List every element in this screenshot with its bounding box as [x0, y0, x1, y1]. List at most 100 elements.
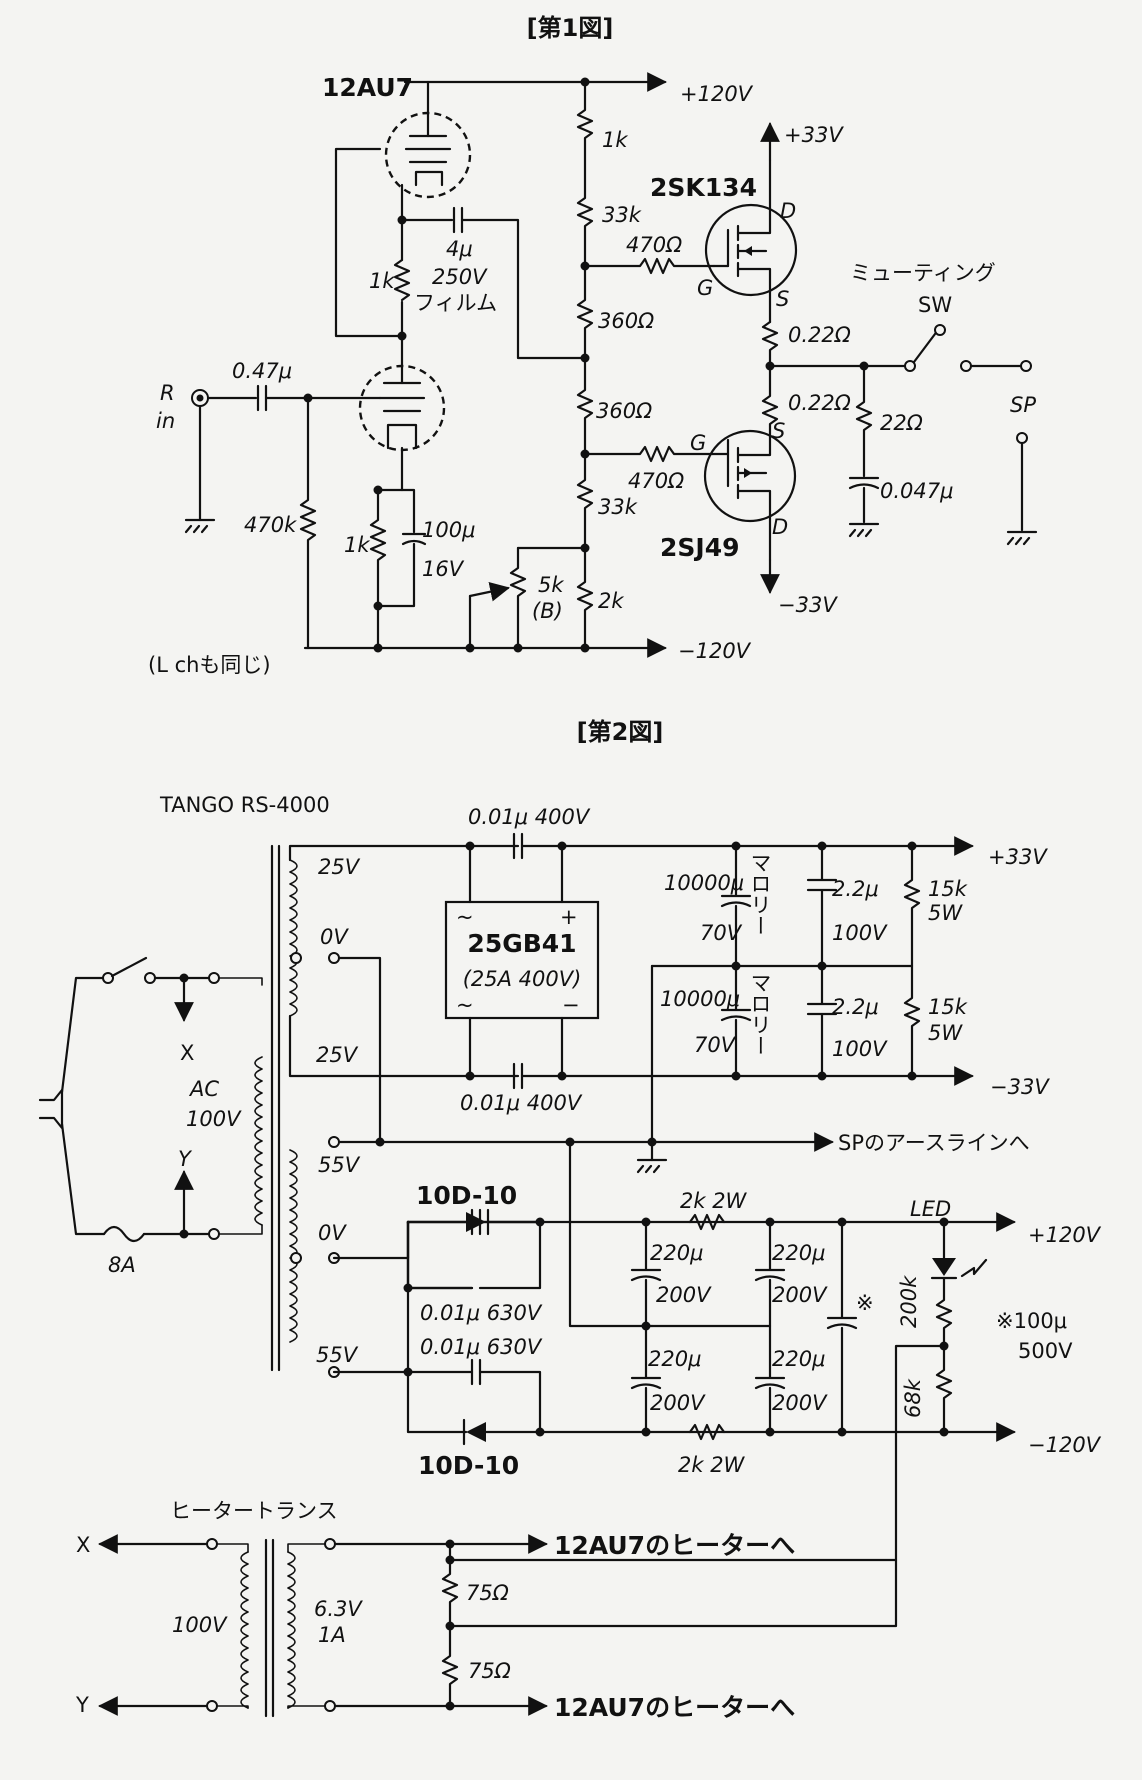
- primary-winding: [254, 1056, 263, 1226]
- led: [932, 1258, 956, 1276]
- heater-r1-label: 75Ω: [466, 1581, 509, 1605]
- hv-cap-2-volt: 200V: [650, 1391, 706, 1415]
- film-cap-1-volt: 100V: [832, 921, 888, 945]
- muting-sw-label: SW: [918, 293, 952, 317]
- diode-bottom: [466, 1422, 486, 1442]
- gate-resistor-upper: [583, 257, 716, 275]
- vr-wiper[interactable]: [468, 581, 510, 602]
- resistor-grid-470k: [299, 396, 317, 650]
- heater-bias-wire: [448, 1344, 946, 1562]
- hv-cap-3-volt: 200V: [772, 1283, 828, 1307]
- note-line-2: 500V: [1018, 1339, 1073, 1363]
- led-label: LED: [910, 1197, 951, 1221]
- hv-cap-mark: ※: [856, 1291, 874, 1315]
- heater-r2-label: 75Ω: [468, 1659, 511, 1683]
- filter-cap-2-value: 10000μ: [660, 987, 740, 1011]
- input-label-r: R: [160, 381, 175, 405]
- pin-d-lower: D: [772, 515, 788, 539]
- coupling-cap-value: 4μ: [446, 237, 473, 261]
- rail-minus-33-fig2: −33V: [990, 1075, 1050, 1099]
- muting-switch-lever[interactable]: [912, 328, 940, 364]
- note-line-1: ※100μ: [996, 1309, 1067, 1333]
- pin-s-lower: S: [772, 419, 785, 443]
- ac-line-top: [60, 976, 106, 1094]
- tap-25v-a-wire: [288, 844, 520, 862]
- input-label-in: in: [156, 409, 175, 433]
- bypass-cap-bottom-label: 0.01μ 400V: [460, 1091, 583, 1115]
- sp-terminal-hot[interactable]: [1020, 360, 1032, 372]
- heater-secondary-volt: 6.3V: [314, 1597, 363, 1621]
- film-cap-2-value: 2.2μ: [832, 995, 879, 1019]
- rail-minus-120-fig2: −120V: [1028, 1433, 1102, 1457]
- resistor-360-a-label: 360Ω: [598, 309, 654, 333]
- heater-out-2-label: 12AU7のヒーターへ: [554, 1693, 795, 1722]
- heater-center-bias-wire: [448, 1558, 898, 1628]
- bridge-name: 25GB41: [467, 929, 576, 958]
- resistor-mid-1k-label: 1k: [369, 269, 395, 293]
- resistor-cathode-1k: [369, 488, 387, 608]
- fig2-title: [第2図]: [577, 718, 664, 746]
- zobel-resistor-label: 22Ω: [880, 411, 923, 435]
- resistor-2k-label: 2k: [598, 589, 624, 613]
- led-divider: [935, 1276, 953, 1434]
- muting-switch-common[interactable]: [904, 360, 916, 372]
- fig1-title: [第1図]: [527, 14, 614, 42]
- bleeder-resistors: [903, 844, 921, 1078]
- heater-x-label: X: [76, 1533, 90, 1557]
- rail-minus-33-label: −33V: [778, 593, 838, 617]
- bias-divider-string: [576, 80, 594, 650]
- mosfet-2sj49-label: 2SJ49: [660, 533, 740, 562]
- bleeder-1-watt: 5W: [928, 901, 963, 925]
- zobel-resistor: [855, 364, 873, 478]
- primary-100v-label: 100V: [186, 1107, 242, 1131]
- power-switch[interactable]: [110, 956, 148, 978]
- tap-25v-a: 25V: [318, 855, 361, 879]
- pin-d-upper: D: [780, 199, 796, 223]
- sp-terminal-ground[interactable]: [1016, 432, 1028, 444]
- hv-center-return: [568, 1140, 654, 1328]
- resistor-mid-1k: [393, 258, 411, 302]
- tap-25v-b-wire: [288, 1014, 520, 1078]
- upper-grid-wire: [334, 147, 404, 338]
- bridge-ac-bottom: ~: [456, 993, 474, 1017]
- hv-resistor-bottom-label: 2k 2W: [678, 1453, 746, 1477]
- ground-symbol-zobel: [848, 522, 880, 538]
- resistor-33k-b-label: 33k: [598, 495, 638, 519]
- ground-symbol-psu: [636, 1158, 668, 1174]
- hv-cap-4-volt: 200V: [772, 1391, 828, 1415]
- gate-resistor-lower: [583, 445, 714, 463]
- mosfet-2sk134-label: 2SK134: [650, 173, 757, 202]
- bypass-cap-top-label: 0.01μ 400V: [468, 805, 591, 829]
- coupling-wire-b: [460, 218, 587, 360]
- fuse-label: 8A: [108, 1253, 136, 1277]
- lch-note: (L chも同じ): [148, 653, 271, 677]
- hv-cap-1-value: 220μ: [650, 1241, 703, 1265]
- tap-0v-a-wire: [337, 956, 382, 1144]
- diode-bottom-label: 10D-10: [418, 1451, 519, 1480]
- muting-switch-open-contact[interactable]: [934, 324, 946, 336]
- hv-cap-2-value: 220μ: [648, 1347, 701, 1371]
- muting-switch-contact[interactable]: [960, 360, 972, 372]
- rail-plus-33-fig2: +33V: [988, 845, 1048, 869]
- rail-minus-120-label: −120V: [678, 639, 752, 663]
- hv-cap-3-value: 220μ: [772, 1241, 825, 1265]
- heater-secondary-winding: [287, 1551, 296, 1709]
- hv-cap-marked: [826, 1220, 858, 1434]
- bridge-spec: (25A 400V): [463, 967, 582, 991]
- tap-55v-a: 55V: [318, 1153, 361, 1177]
- ac-plug[interactable]: [38, 1088, 64, 1130]
- heater-secondary-amp: 1A: [318, 1623, 346, 1647]
- filter-caps-10000u: [720, 844, 752, 1078]
- tap-0v-a: 0V: [320, 925, 349, 949]
- filter-cap-brand-1: マロリー: [748, 852, 772, 936]
- ground-symbol-input: [184, 518, 216, 534]
- source-resistor-upper-label: 0.22Ω: [788, 323, 851, 347]
- zobel-cap-label: 0.047μ: [880, 479, 953, 503]
- led-light-arrows: [960, 1258, 988, 1278]
- vr-5k: [509, 546, 527, 650]
- resistor-33k-a-label: 33k: [602, 203, 642, 227]
- fuse-8a[interactable]: [102, 1225, 146, 1243]
- heater-transformer-section: ヒータートランス X Y 100V 6.3V 1A 75Ω 75Ω 12AU7の…: [75, 1499, 898, 1722]
- filter-cap-1-volt: 70V: [700, 921, 743, 945]
